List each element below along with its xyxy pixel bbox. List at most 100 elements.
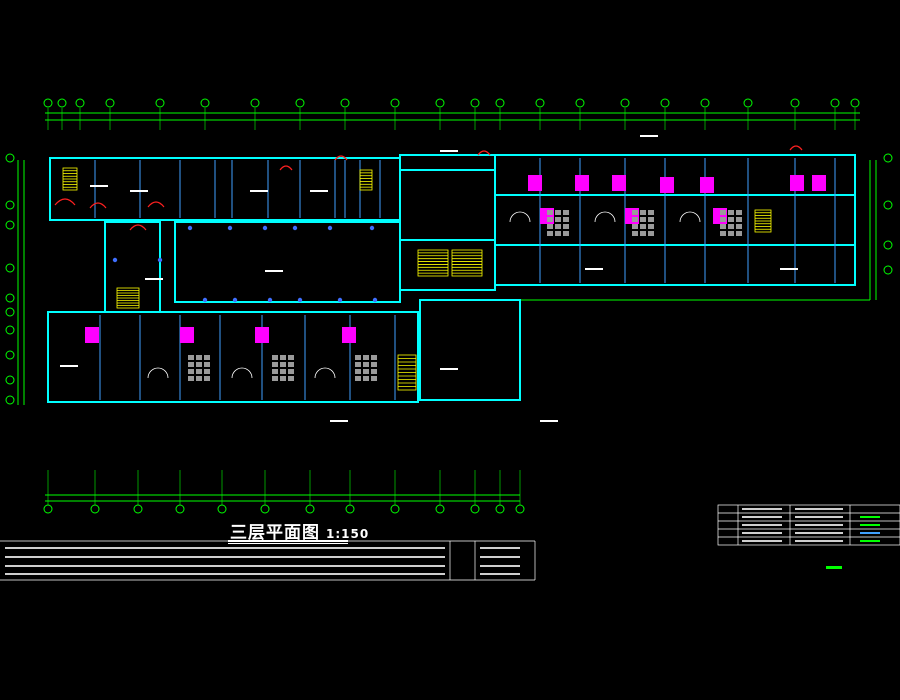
furniture-desk — [196, 376, 202, 381]
drawing-scale: 1:150 — [326, 527, 370, 541]
furniture-desk — [371, 369, 377, 374]
circle-symbol — [314, 367, 336, 379]
furniture-desk — [355, 376, 361, 381]
annotation-mark — [330, 420, 348, 422]
annotation-mark — [250, 190, 268, 192]
axis-bubble-top — [850, 98, 860, 108]
furniture-desk — [555, 231, 561, 236]
annotation-mark — [310, 190, 328, 192]
furniture-blocks — [188, 210, 742, 381]
axis-bubble-bottom — [43, 504, 53, 514]
furniture-desk — [563, 210, 569, 215]
furniture-desk — [648, 217, 654, 222]
red-accents — [54, 145, 803, 231]
furniture-desk — [196, 355, 202, 360]
fixture-dot — [337, 297, 343, 303]
furniture-desk — [720, 231, 726, 236]
axis-bubble-left — [5, 153, 15, 163]
furniture-desk — [728, 224, 734, 229]
legend-text — [795, 532, 843, 534]
axis-bubble-top — [743, 98, 753, 108]
furniture-desk — [363, 369, 369, 374]
magenta-room — [700, 177, 714, 193]
legend-line — [860, 524, 880, 526]
furniture-desk — [355, 369, 361, 374]
notes-line — [5, 565, 445, 567]
title-underline-thin — [228, 543, 348, 544]
magenta-room — [612, 175, 626, 191]
magenta-room — [85, 327, 99, 343]
axis-bubble-bottom — [305, 504, 315, 514]
furniture-desk — [355, 362, 361, 367]
furniture-desk — [188, 376, 194, 381]
circle-symbol — [147, 367, 169, 379]
furniture-desk — [355, 355, 361, 360]
furniture-desk — [288, 355, 294, 360]
furniture-desk — [204, 362, 210, 367]
legend-cells — [742, 508, 880, 542]
furniture-desk — [720, 224, 726, 229]
fixture-dot — [232, 297, 238, 303]
axis-bubble-left — [5, 395, 15, 405]
magenta-room — [342, 327, 356, 343]
furniture-desk — [648, 224, 654, 229]
furniture-desk — [188, 369, 194, 374]
fixture-dot — [372, 297, 378, 303]
furniture-desk — [363, 362, 369, 367]
fixture-dot — [292, 225, 298, 231]
furniture-desk — [363, 355, 369, 360]
notes-line — [480, 573, 520, 575]
axis-bubble-right — [883, 200, 893, 210]
fixture-dot — [112, 257, 118, 263]
notes-line — [480, 565, 520, 567]
axis-bubble-bottom — [260, 504, 270, 514]
furniture-desk — [196, 369, 202, 374]
axis-bubble-left — [5, 200, 15, 210]
furniture-desk — [547, 217, 553, 222]
east-wing-walls — [494, 154, 856, 286]
circle-symbol — [231, 367, 253, 379]
axis-bubble-left — [5, 263, 15, 273]
axis-bubble-top — [340, 98, 350, 108]
circle-symbol — [509, 211, 531, 223]
axis-bubble-top — [105, 98, 115, 108]
axis-bubble-left — [5, 293, 15, 303]
notes-line — [5, 547, 445, 549]
furniture-desk — [547, 210, 553, 215]
axis-bubble-top — [535, 98, 545, 108]
furniture-desk — [272, 362, 278, 367]
annotation-mark — [130, 190, 148, 192]
fixture-dot — [227, 225, 233, 231]
notes-text-lines — [5, 547, 520, 575]
fixture-dot — [369, 225, 375, 231]
legend-line — [860, 516, 880, 518]
furniture-desk — [736, 217, 742, 222]
axis-bubble-bottom — [390, 504, 400, 514]
axis-bubble-bottom — [90, 504, 100, 514]
furniture-desk — [547, 224, 553, 229]
furniture-desk — [204, 369, 210, 374]
notes-line — [5, 573, 445, 575]
axis-bubble-left — [5, 375, 15, 385]
furniture-desk — [188, 355, 194, 360]
fixture-dot — [202, 297, 208, 303]
legend-text — [742, 524, 782, 526]
circle-symbols — [147, 211, 701, 379]
magenta-room — [575, 175, 589, 191]
furniture-desk — [736, 210, 742, 215]
furniture-desk — [736, 224, 742, 229]
furniture-desk — [720, 217, 726, 222]
furniture-desk — [371, 355, 377, 360]
furniture-desk — [280, 362, 286, 367]
axis-bubble-top — [43, 98, 53, 108]
axis-bubble-right — [883, 153, 893, 163]
magenta-room — [812, 175, 826, 191]
fixture-dot — [297, 297, 303, 303]
furniture-desk — [280, 376, 286, 381]
furniture-desk — [547, 231, 553, 236]
axis-bubble-top — [470, 98, 480, 108]
stair-outline — [417, 249, 449, 277]
furniture-desk — [640, 217, 646, 222]
